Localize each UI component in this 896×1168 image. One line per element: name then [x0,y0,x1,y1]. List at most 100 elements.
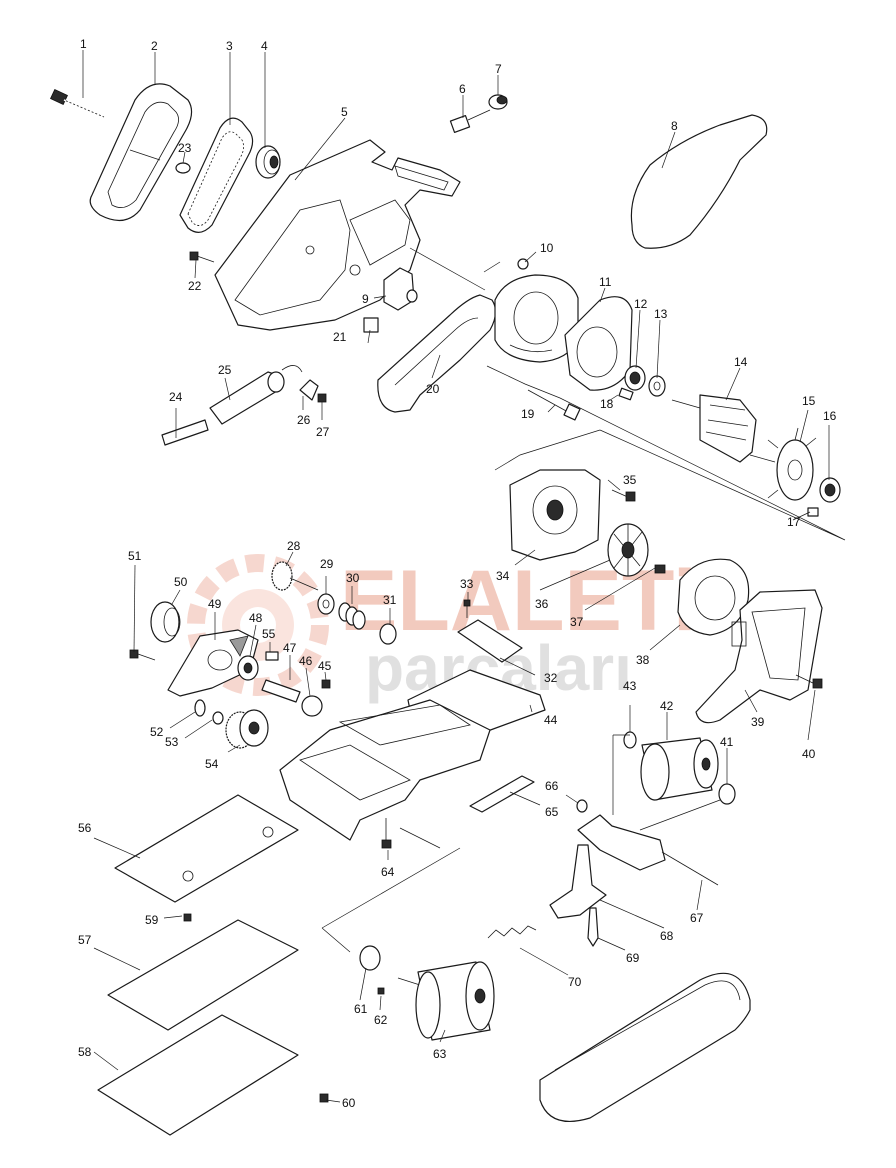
label-part-37: 37 [570,615,584,629]
label-part-13: 13 [654,307,668,321]
part-8-cover [630,114,768,249]
label-part-48: 48 [249,611,263,625]
part-64-screw [381,818,392,849]
label-part-4: 4 [261,39,268,53]
label-part-62: 62 [374,1013,388,1027]
label-part-3: 3 [226,39,233,53]
part-24-shaft [161,419,209,446]
part-41-washer [718,783,736,805]
label-part-58: 58 [78,1045,92,1059]
label-part-55: 55 [262,627,276,641]
label-part-2: 2 [151,39,158,53]
label-part-61: 61 [354,1002,368,1016]
label-part-19: 19 [521,407,535,421]
label-part-64: 64 [381,865,395,879]
label-part-66: 66 [545,779,559,793]
label-part-39: 39 [751,715,765,729]
label-part-63: 63 [433,1047,447,1061]
label-part-30: 30 [346,571,360,585]
part-49-bracket [167,629,259,697]
part-31-sleeve [379,623,397,645]
label-part-70: 70 [568,975,582,989]
label-part-35: 35 [623,473,637,487]
label-part-29: 29 [320,557,334,571]
part-33-screw [463,599,471,618]
label-part-1: 1 [80,37,87,51]
part-59-screw [183,913,192,922]
part-18-pin [618,387,634,401]
part-56-plate [114,794,299,903]
label-part-38: 38 [636,653,650,667]
leader-lines [82,50,846,1103]
part-45-screw [321,679,331,689]
part-42-drum [640,737,719,801]
label-part-52: 52 [150,725,164,739]
part-32-plate [457,619,523,663]
part-19-screw [527,389,581,421]
label-part-11: 11 [599,275,612,289]
part-69-pin [587,907,599,947]
part-22-screw [189,251,215,263]
part-39-handle [695,589,823,724]
part-14-armature [671,394,776,463]
sanding-belt [539,972,751,1122]
part-17-pin [807,507,819,517]
label-part-7: 7 [495,62,502,76]
label-part-22: 22 [188,279,202,293]
part-16-bearing [819,477,841,503]
label-part-8: 8 [671,119,678,133]
base-frame [279,699,491,841]
part-23-collar [175,162,191,174]
part-26-plate [299,379,319,401]
part-27-screw [317,393,327,403]
label-part-15: 15 [802,394,816,408]
part-13-washer [648,375,666,397]
part-38-fan-cover [677,558,750,636]
label-part-67: 67 [690,911,704,925]
label-part-14: 14 [734,355,748,369]
label-part-27: 27 [316,425,330,439]
label-part-65: 65 [545,805,559,819]
label-part-26: 26 [297,413,311,427]
part-63-front-roller [397,961,495,1041]
label-part-41: 41 [720,735,734,749]
label-part-12: 12 [634,297,648,311]
label-part-31: 31 [383,593,397,607]
label-part-53: 53 [165,735,179,749]
part-54-roller [225,709,269,749]
part-65-guide [469,775,535,813]
label-part-17: 17 [787,515,801,529]
part-62-key [377,987,385,995]
part-4-pulley [255,145,281,179]
label-part-54: 54 [205,757,219,771]
part-55-pin [265,651,279,661]
label-part-49: 49 [208,597,222,611]
part-52-ring [194,699,206,717]
label-part-33: 33 [460,577,474,591]
label-part-47: 47 [283,641,297,655]
part-15-fan [767,427,817,501]
part-3-belt [179,117,254,233]
part-46-sleeve [301,695,323,717]
part-70-spring [487,925,537,939]
part-10-field-coil [494,258,579,363]
part-2-cover [89,83,193,221]
part-35-screw [611,489,636,502]
label-part-32: 32 [544,671,558,685]
part-47-spindle [261,679,301,703]
part-67-lever-shaft [577,814,719,886]
label-part-18: 18 [600,397,614,411]
part-61-ring [359,945,381,971]
label-part-5: 5 [341,105,348,119]
label-part-21: 21 [333,330,347,344]
label-part-45: 45 [318,659,332,673]
label-part-23: 23 [178,141,192,155]
label-part-51: 51 [128,549,142,563]
part-50-pulley [150,601,181,643]
label-part-40: 40 [802,747,816,761]
label-part-69: 69 [626,951,640,965]
label-part-24: 24 [169,390,183,404]
part-7-brush-cap [488,94,508,110]
part-1-screw [50,88,105,118]
